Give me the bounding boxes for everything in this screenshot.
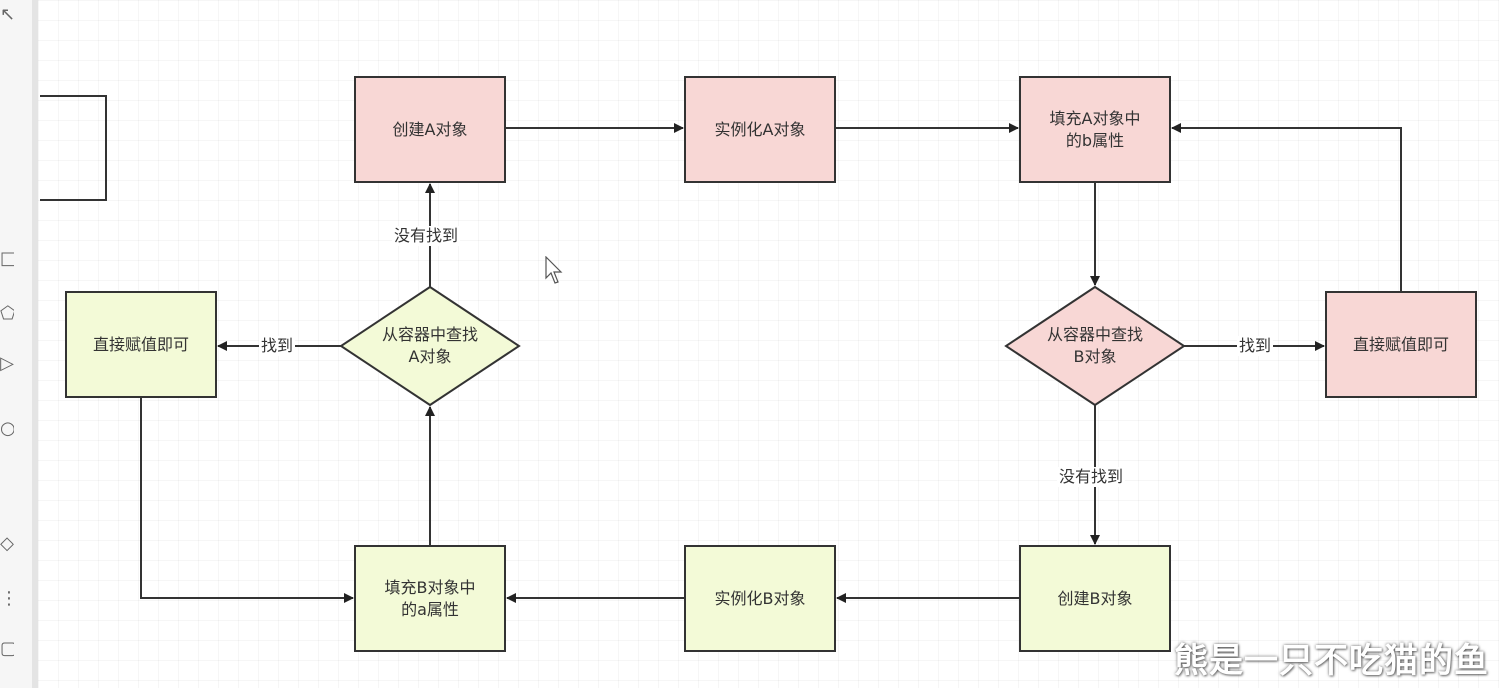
node-find-b[interactable] [1004,285,1186,407]
edge-label-found-b: 找到 [1237,336,1274,356]
node-fill-a-in-b[interactable] [354,545,506,652]
watermark: 熊是一只不吃猫的鱼 [1174,641,1489,681]
shape-dots-icon[interactable]: ⋮ [0,590,14,608]
shape-rectangle-icon[interactable]: □ [0,250,14,268]
edge-assign-left-to-fill-a[interactable] [140,397,354,603]
left-toolbar: ↖ □ ⬠ ▷ ○ ◇ ⋮ ▢ [0,0,33,688]
node-assign-right[interactable] [1325,291,1477,398]
node-assign-left[interactable] [65,291,217,398]
toolbar-pointer-icon[interactable]: ↖ [0,6,14,24]
node-fill-b-in-a[interactable] [1019,76,1171,183]
edge-assign-right-to-fill-b[interactable] [1171,123,1402,292]
edge-label-not-found-a: 没有找到 [392,226,461,246]
node-instantiate-b[interactable] [684,545,836,652]
partial-shape [40,95,107,201]
node-create-b[interactable] [1019,545,1171,652]
shape-circle-icon[interactable]: ○ [0,420,14,438]
shape-triangle-icon[interactable]: ▷ [0,355,14,373]
edge-label-found-a: 找到 [259,336,296,356]
sidebar-divider[interactable] [32,0,38,688]
node-find-a[interactable] [339,285,521,407]
mouse-cursor-icon [545,256,563,284]
shape-rounded-rect-icon[interactable]: ▢ [0,640,14,658]
node-instantiate-a[interactable] [684,76,836,183]
shape-pentagon-icon[interactable]: ⬠ [0,305,14,323]
shape-diamond-icon[interactable]: ◇ [0,535,14,553]
node-create-a[interactable] [354,76,506,183]
edge-label-not-found-b: 没有找到 [1057,467,1126,487]
